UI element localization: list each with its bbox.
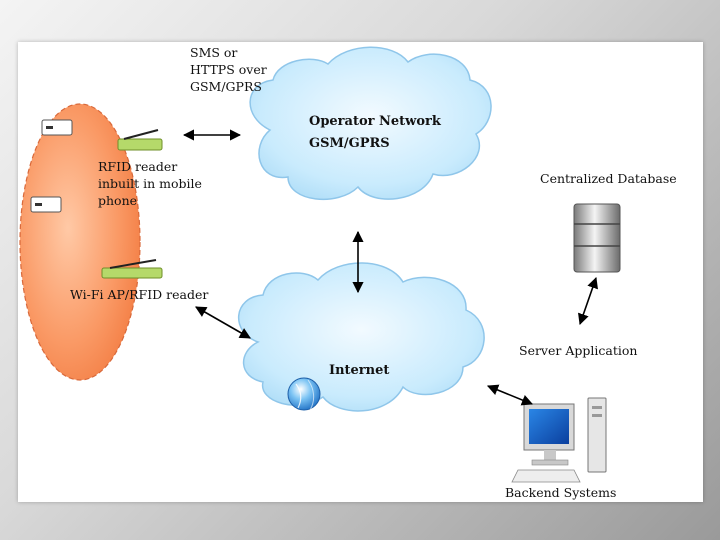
- arrow-wifi-internet: [195, 306, 251, 339]
- arrow-internet-backend: [486, 384, 534, 406]
- network-diagram: [19, 46, 621, 483]
- rfid-reader-mobile-label: RFID reader inbuilt in mobile phone: [98, 159, 202, 208]
- device-zone-ellipse: [19, 103, 141, 381]
- database-icon: [573, 203, 621, 273]
- server-application-label: Server Application: [519, 343, 638, 358]
- computer-icon: [511, 397, 607, 483]
- gsm-gprs-label: GSM/GPRS: [309, 136, 390, 151]
- slide: SMS or HTTPS over GSM/GPRS Operator Netw…: [18, 42, 703, 502]
- rfid-reader-icon: [117, 129, 163, 151]
- wifi-ap-rfid-label: Wi-Fi AP/RFID reader: [70, 287, 209, 302]
- arrow-database-server: [578, 276, 598, 326]
- rfid-card-icon: [41, 119, 73, 136]
- rfid-reader-icon: [101, 259, 163, 279]
- sms-https-label: SMS or HTTPS over GSM/GPRS: [190, 45, 267, 94]
- backend-systems-label: Backend Systems: [505, 485, 617, 500]
- centralized-database-label: Centralized Database: [540, 171, 677, 186]
- globe-icon: [287, 377, 321, 411]
- operator-network-cloud: [249, 46, 492, 200]
- internet-cloud: [238, 262, 485, 412]
- rfid-card-icon: [30, 196, 62, 213]
- operator-network-label: Operator Network: [309, 114, 441, 129]
- internet-label: Internet: [329, 363, 390, 378]
